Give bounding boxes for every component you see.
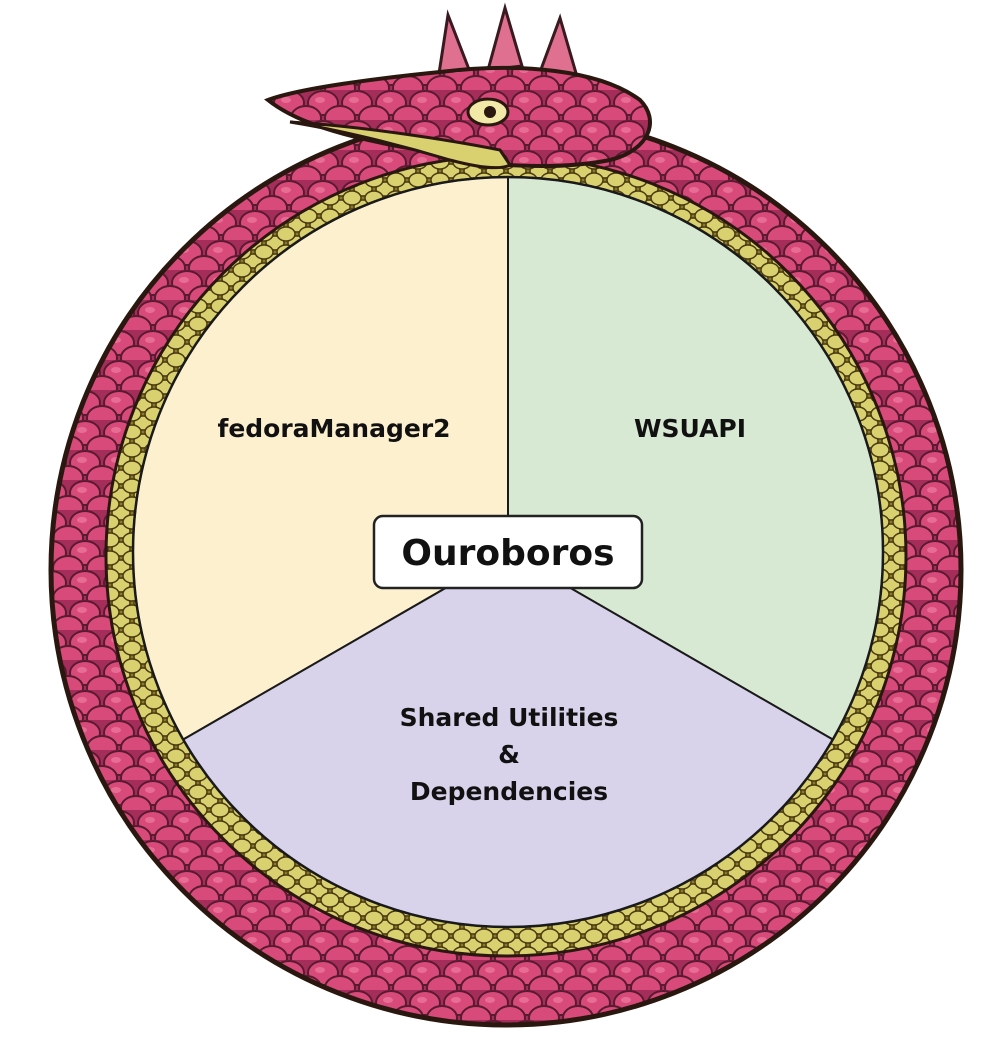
serpent-head-illustration (268, 8, 650, 168)
center-label: Ouroboros (401, 533, 614, 574)
segment-label-bottom-line-2: & (498, 740, 520, 769)
segment-label-bottom-line-1: Shared Utilities (400, 703, 619, 732)
segment-label-top-left: fedoraManager2 (217, 414, 450, 443)
segment-label-top-right: WSUAPI (634, 414, 746, 443)
segment-label-bottom-line-3: Dependencies (410, 777, 608, 806)
center-label-box: Ouroboros (374, 516, 642, 588)
